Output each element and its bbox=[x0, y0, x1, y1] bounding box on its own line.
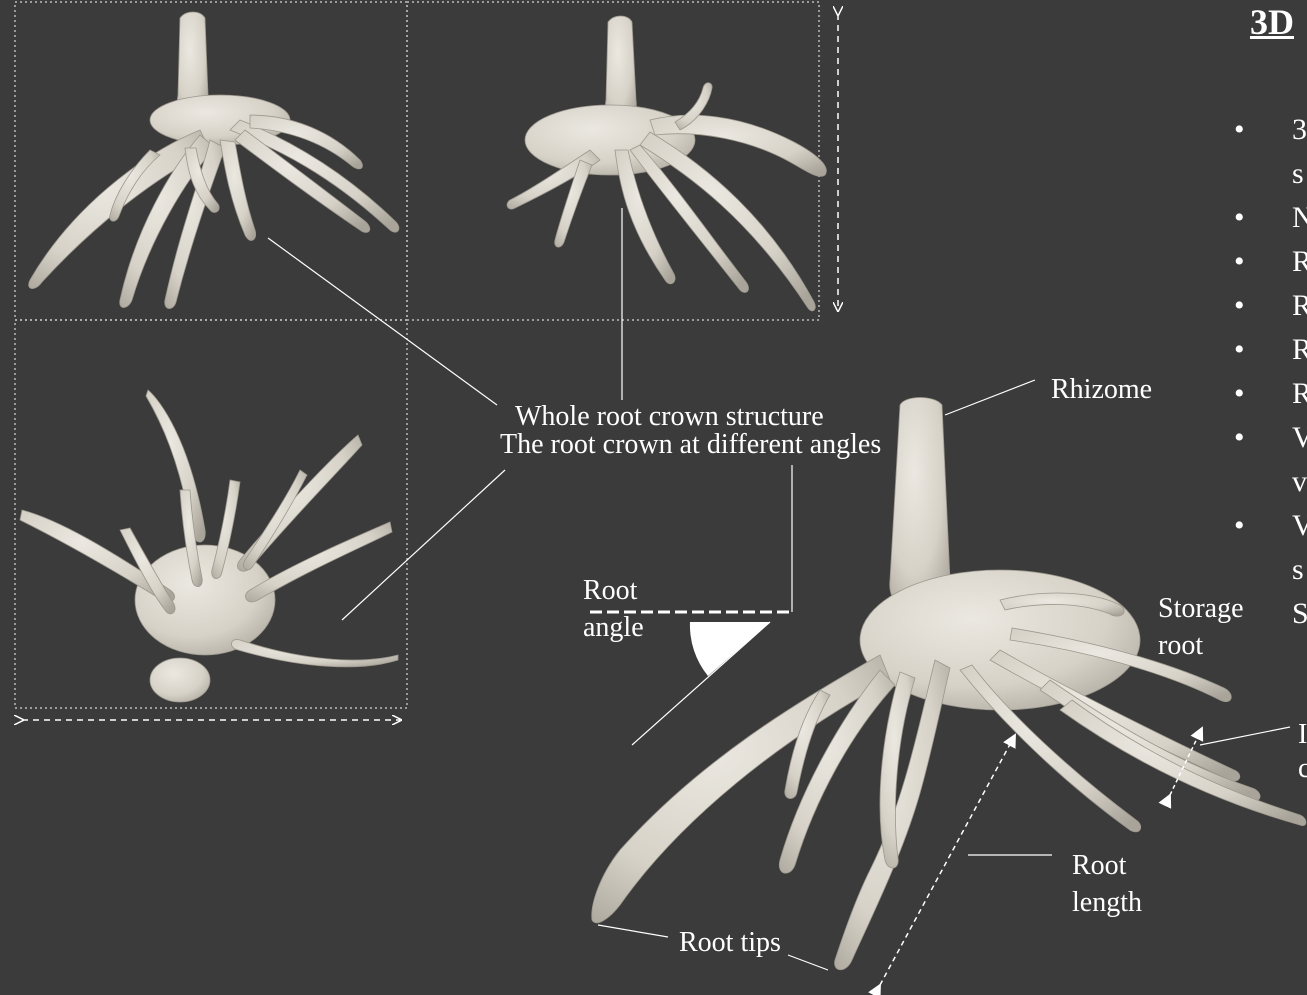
whole-structure-label: Whole root crown structure bbox=[515, 402, 824, 432]
bullet-item: •N bbox=[1228, 196, 1307, 240]
edge-label-line2: c bbox=[1298, 754, 1307, 784]
bullet-item: •R bbox=[1228, 328, 1307, 372]
bullet-item: •R bbox=[1228, 240, 1307, 284]
bullet-item: •R bbox=[1228, 372, 1307, 416]
root-angle-wedge bbox=[690, 622, 770, 676]
root-crown-view-top-right bbox=[507, 16, 826, 311]
bullet-item: •Vv bbox=[1228, 416, 1307, 504]
bullet-list: •3s •N •R •R •R •R •Vv •VsS bbox=[1228, 108, 1307, 636]
edge-label-line1: I bbox=[1298, 720, 1307, 750]
root-length-label-line1: Root bbox=[1072, 851, 1126, 881]
root-angle-label-line1: Root bbox=[583, 576, 637, 606]
leader-lines bbox=[268, 208, 1290, 970]
rhizome-label: Rhizome bbox=[1051, 375, 1152, 405]
angles-label: The root crown at different angles bbox=[500, 430, 881, 460]
root-tips-label: Root tips bbox=[679, 928, 781, 958]
root-angle-label-line2: angle bbox=[583, 613, 644, 643]
section-title: 3D bbox=[1250, 0, 1294, 44]
bullet-item: •3s bbox=[1228, 108, 1307, 196]
root-length-label-line2: length bbox=[1072, 888, 1142, 918]
storage-root-label-line2: root bbox=[1158, 631, 1203, 661]
bullet-item: •R bbox=[1228, 284, 1307, 328]
root-crown-view-bottom-left bbox=[20, 390, 398, 702]
root-crown-view-top-left bbox=[29, 12, 399, 309]
bullet-item: •VsS bbox=[1228, 504, 1307, 636]
root-length-arrow bbox=[880, 735, 1015, 985]
root-crown-main-view bbox=[592, 398, 1306, 970]
